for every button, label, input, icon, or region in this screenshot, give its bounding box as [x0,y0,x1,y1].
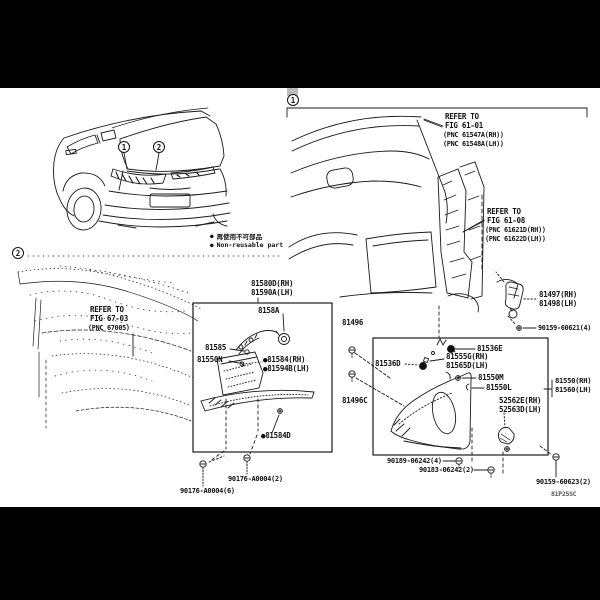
part-label-81536e: 81536E [477,344,503,353]
part-label-81550m: 81550M [478,373,504,382]
refer-quarter-upper-line3: (PNC 61547A(RH)) [443,131,504,139]
part-label-81585: 81585 [205,343,227,352]
scan-artifact [287,88,298,96]
part-label-81498-lh: 81498(LH) [539,299,577,308]
callout-circle-1: 1 [287,94,299,106]
inner-lamp-box [192,297,333,487]
section1-bracket [286,107,588,118]
callout-1-number: 1 [290,95,296,105]
non-reusable-bullet-icon: ● [210,232,214,240]
part-label-52563d-lh: 52563D(LH) [499,405,542,414]
bulb-socket-sketch [495,271,538,331]
part-label-8158a: 8158A [258,306,280,315]
quarter-panel-sketch [288,115,519,338]
screw-label-90159-60623-2: 90159-60623(2) [536,478,591,486]
top-letterbox-bar [0,0,600,88]
part-label-81536d: 81536D [375,359,401,368]
part-label-81584-rh: ●81584(RH) [263,355,306,364]
callout-circle-2: 2 [12,247,24,259]
non-reusable-bullet-icon: ● [210,241,214,249]
legend-en-text: Non-reusable part [216,241,284,249]
outer-lamp-box [348,337,560,479]
legend-row-en: ● Non-reusable part [210,241,283,249]
part-label-81497-rh: 81497(RH) [539,290,577,299]
figure-code: 81P25SC [551,490,577,498]
part-label-81496c: 81496C [342,396,368,405]
refer-quarter-upper-line1: REFER TO [445,112,479,121]
part-label-81550l: 81550L [486,383,512,392]
car-callout-circle-2: 2 [153,141,165,153]
refer-quarter-upper-line4: (PNC 61548A(LH)) [443,140,504,148]
screw-label-90183-06242-2: 90183-06242(2) [419,466,474,474]
refer-backdoor-line3: (PNC 67005) [88,324,130,332]
refer-backdoor-line1: REFER TO [90,305,124,314]
part-label-81555g-rh: 81555G(RH) [446,352,489,361]
part-label-52562e-rh: 52562E(RH) [499,396,542,405]
screw-label-90189-06242-4: 90189-06242(4) [387,457,442,465]
car-callout-2-number: 2 [156,142,162,152]
screw-label-90159-60621-4: 90159-60621(4) [538,324,592,332]
part-label-81590a-lh: 81590A(LH) [251,288,294,297]
part-label-81550n: 81550N [197,355,223,364]
callout-2-number: 2 [15,248,21,258]
refer-quarter-lower-line1: REFER TO [487,207,521,216]
refer-quarter-lower-line3: (PNC 61621D(RH)) [485,226,546,234]
refer-quarter-lower-line2: FIG 61-08 [487,216,525,225]
screw-label-90176-a0004-2: 90176-A0004(2) [228,475,283,483]
screw-label-90176-a0004-6: 90176-A0004(6) [180,487,235,495]
part-label-81594b-lh: ●81594B(LH) [263,364,310,373]
part-label-81550-rh: 81550(RH) [555,376,592,385]
refer-quarter-upper-line2: FIG 61-01 [445,121,483,130]
part-label-81565d-lh: 81565D(LH) [446,361,489,370]
part-label-81496: 81496 [342,318,364,327]
legend-row-jp: ● 再使用不可部品 [210,231,263,242]
back-door-sketch [17,255,282,429]
part-label-81584d: ●81584D [261,431,291,440]
refer-backdoor-line2: FIG 67-03 [90,314,128,323]
refer-quarter-lower-line4: (PNC 61622D(LH)) [485,235,546,243]
car-callout-circle-1: 1 [118,141,130,153]
car-callout-1-number: 1 [121,142,127,152]
bottom-letterbox-bar [0,507,600,600]
vehicle-rear-sketch [52,107,231,231]
refer-leader-lines [423,118,485,233]
part-label-81580d-rh: 81580D(RH) [251,279,294,288]
legend-jp-text: 再使用不可部品 [216,233,263,241]
part-label-81560-lh: 81560(LH) [555,385,592,394]
